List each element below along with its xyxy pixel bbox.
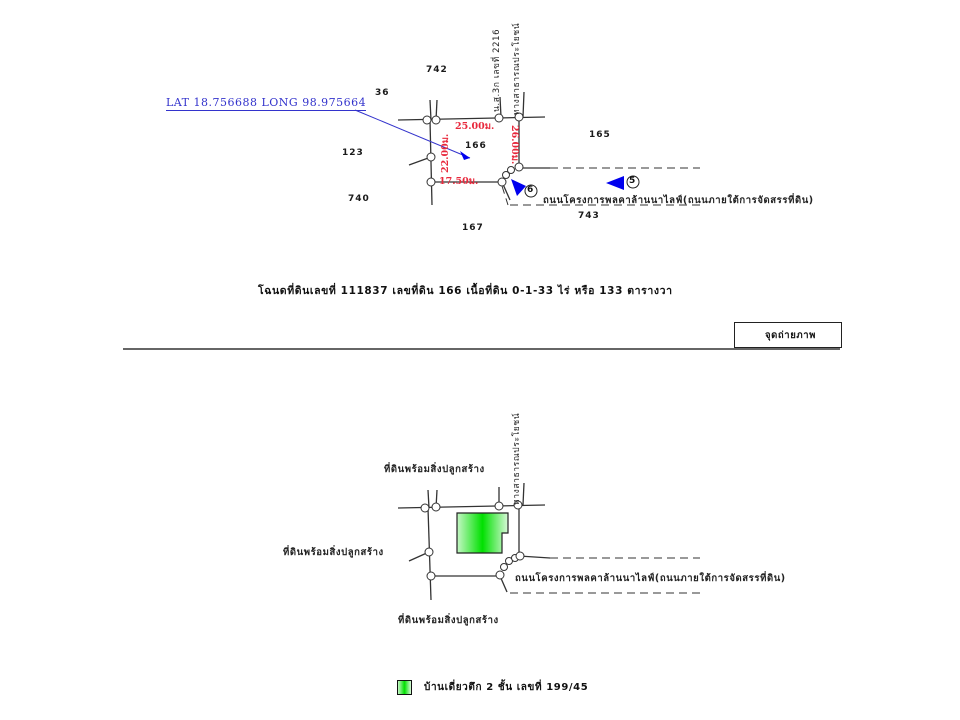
project-road-label: ถนนโครงการพลคาล้านนาไลฟ์(ถนนภายใต้การจัด… (543, 195, 814, 206)
coordinate-label: LAT 18.756688 LONG 98.975664 (166, 96, 367, 111)
title-deed-caption: โฉนดที่ดินเลขที่ 111837 เลขที่ดิน 166 เน… (258, 285, 673, 297)
parcel-number-740: 740 (348, 194, 370, 204)
house-legend-swatch (397, 680, 412, 695)
house-legend: บ้านเดี่ยวตึก 2 ชั้น เลขที่ 199/45 (397, 680, 588, 695)
coordinate-arrowhead-icon (460, 151, 470, 160)
dimension-top: 25.00ม. (455, 121, 495, 132)
neighbor-top-label: ที่ดินพร้อมสิ่งปลูกสร้าง (384, 464, 485, 475)
neighbor-bottom-label: ที่ดินพร้อมสิ่งปลูกสร้าง (398, 615, 499, 626)
parcel-number-167: 167 (462, 223, 484, 233)
photo-point-5-label: 5 (629, 176, 636, 186)
house-legend-label: บ้านเดี่ยวตึก 2 ชั้น เลขที่ 199/45 (424, 682, 589, 693)
section-separator (123, 348, 840, 350)
parcel-number-123: 123 (342, 148, 364, 158)
bottom-road-dashes (510, 557, 700, 594)
dimension-right: 26.00ม. (509, 125, 520, 165)
photo-point-legend-label: จุดถ่ายภาพ (765, 329, 817, 341)
parcel-number-36: 36 (375, 88, 390, 98)
bottom-public-way-label: ทางสาธารณประโยชน์ (512, 412, 522, 505)
photo-point-legend: จุดถ่ายภาพ (734, 322, 842, 348)
coordinate-pointer-line (354, 109, 471, 159)
top-road-dashes (501, 167, 700, 206)
dimension-bottom: 17.50ม. (439, 176, 479, 187)
house-footprint (456, 512, 509, 554)
top-boundary-markers (422, 112, 524, 187)
dimension-left: 22.00ม. (440, 133, 451, 173)
parcel-number-165: 165 (589, 130, 611, 140)
parcel-number-166: 166 (465, 141, 487, 151)
photo-point-5-icon (606, 175, 640, 190)
parcel-number-742: 742 (426, 65, 448, 75)
parcel-number-743: 743 (578, 211, 600, 221)
ns3k-road-label: น.ส.3ก เลขที่ 2216 (492, 28, 502, 112)
neighbor-left-label: ที่ดินพร้อมสิ่งปลูกสร้าง (283, 547, 384, 558)
photo-point-6-icon (511, 179, 538, 198)
bottom-boundary-markers (420, 500, 525, 581)
photo-point-6-label: 6 (527, 185, 534, 195)
bottom-project-road-label: ถนนโครงการพลคาล้านนาไลฟ์(ถนนภายใต้การจัด… (515, 573, 786, 584)
public-way-label: ทางสาธารณประโยชน์ (512, 22, 522, 115)
